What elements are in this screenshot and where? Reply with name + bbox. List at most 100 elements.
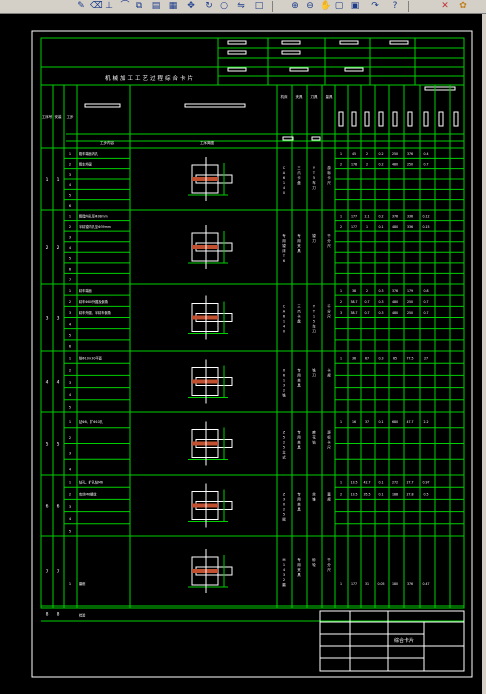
page-title: 机械加工工艺过程综合卡片: [105, 74, 195, 82]
param-value: 250: [407, 311, 413, 315]
step-number: 2: [69, 225, 71, 229]
layers-icon[interactable]: ▤: [151, 1, 161, 11]
close-icon[interactable]: ✕: [441, 1, 449, 11]
param-value: 179: [407, 289, 413, 293]
equipment-text: 4: [283, 186, 286, 190]
param-value: 0.2: [378, 163, 383, 167]
eraser-icon[interactable]: ⌫: [90, 1, 103, 11]
pencil-icon[interactable]: ✎: [77, 1, 85, 11]
install-number: 1: [57, 177, 60, 183]
equipment-text: 5: [283, 436, 285, 440]
param-value: 35.5: [363, 493, 370, 497]
help-icon[interactable]: ?: [392, 1, 398, 11]
section-hatch: [192, 441, 218, 446]
equipment-text: 尺: [327, 315, 331, 319]
param-value: 0.5: [423, 493, 428, 497]
equipment-text: 尺: [327, 568, 331, 572]
copy-icon[interactable]: ⧉: [135, 1, 143, 11]
param-value: 0.2: [378, 214, 383, 218]
equipment-text: 游: [327, 430, 331, 435]
step-number: 1: [69, 357, 71, 361]
param-value: 376: [392, 214, 398, 218]
title-field: [389, 40, 409, 45]
equipment-text: 2: [283, 441, 285, 445]
equipment-text: 铣: [312, 368, 316, 373]
param-value: 177: [351, 582, 357, 586]
step-number: 1: [69, 289, 71, 293]
equipment-text: 锥: [312, 497, 316, 502]
param-value: 272: [392, 481, 398, 485]
step-number: 1: [69, 152, 71, 156]
param-value: 31: [365, 582, 369, 586]
equipment-text: 轮: [312, 562, 316, 567]
hdr-field: [282, 136, 294, 141]
step-number: 5: [69, 333, 71, 337]
hdr-vertical-label: [392, 111, 398, 127]
equipment-text: 夹: [297, 378, 301, 383]
redo-icon[interactable]: ↷: [371, 1, 379, 11]
param-value: 0.3: [378, 311, 383, 315]
process-sketch-4: [188, 359, 233, 404]
equipment-text: 1: [313, 315, 315, 319]
circle-icon[interactable]: ○: [220, 1, 228, 11]
step-label: 粗车外圆: [79, 162, 92, 167]
param-value: 2.2: [423, 420, 428, 424]
step-number: 4: [69, 393, 72, 397]
step-number: 1: [69, 481, 71, 485]
step-number: 1: [69, 420, 71, 424]
hdr-vertical-label: [453, 111, 459, 127]
pan-icon[interactable]: ✋: [320, 1, 332, 11]
rotate-icon[interactable]: ↻: [205, 1, 213, 11]
param-value: 0.1: [378, 493, 383, 497]
equipment-text: 立: [282, 450, 286, 455]
arc-icon[interactable]: ⌒: [120, 1, 130, 11]
title-field: [424, 86, 456, 91]
equipment-text: 爪: [297, 310, 301, 314]
param-value: 3: [340, 311, 342, 315]
param-value: 0.15: [422, 225, 429, 229]
titleblock-name: 综合卡片: [394, 637, 414, 644]
equipment-text: 砂: [312, 557, 316, 562]
rectangle-icon[interactable]: □: [254, 1, 264, 11]
properties-icon[interactable]: ▣: [350, 1, 360, 11]
equipment-text: 0: [283, 191, 285, 195]
equipment-text: 尺: [327, 181, 331, 185]
param-value: 67: [365, 357, 369, 361]
equipment-text: 分: [327, 238, 331, 243]
zoom-out-icon[interactable]: ⊖: [306, 1, 314, 11]
param-value: 2: [366, 163, 368, 167]
equipment-text: 5: [313, 176, 315, 180]
process-sketch-5: [188, 421, 233, 466]
zoom-icon[interactable]: ⊕: [291, 1, 299, 11]
window-icon[interactable]: ▢: [334, 1, 344, 11]
measure-icon[interactable]: ⊥: [105, 1, 113, 11]
move-icon[interactable]: ✥: [187, 1, 195, 11]
equipment-text: 床: [282, 248, 286, 253]
equipment-text: Z: [283, 493, 286, 497]
step-number: 1: [69, 582, 71, 586]
equipment-text: 三: [297, 305, 301, 309]
scrollbar-right[interactable]: [482, 14, 486, 694]
equipment-text: 专: [297, 233, 301, 238]
cad-toolbar: ✎ ⌫ ⊥ ⌒ ⧉ ▤ ▦ ✥ ↻ ○ ⇋ □ ⊕ ⊖ ✋ ▢ ▣ ↷ ? ✕ …: [0, 0, 486, 14]
paint-icon[interactable]: ✿: [459, 1, 467, 11]
step-number: 6: [69, 204, 71, 208]
hdr-equip: 量具: [326, 94, 334, 99]
param-value: 0.47: [422, 582, 429, 586]
equipment-text: 专: [297, 368, 301, 373]
step-number: 3: [69, 236, 71, 240]
param-value: 0.2: [378, 152, 383, 156]
param-value: 0.3: [378, 289, 383, 293]
equipment-text: 2: [283, 508, 285, 512]
hdr-vertical-label: [338, 111, 344, 127]
mirror-icon[interactable]: ⇋: [237, 1, 245, 11]
param-value: 45: [352, 152, 356, 156]
param-value: 0.4: [423, 152, 428, 156]
grid-icon[interactable]: ▦: [168, 1, 178, 11]
step-number: 6: [69, 345, 71, 349]
step-label: 攻丝M6螺纹: [79, 492, 97, 497]
equipment-text: 专: [282, 233, 286, 238]
section-hatch: [192, 245, 218, 249]
param-value: 0.12: [422, 214, 429, 218]
